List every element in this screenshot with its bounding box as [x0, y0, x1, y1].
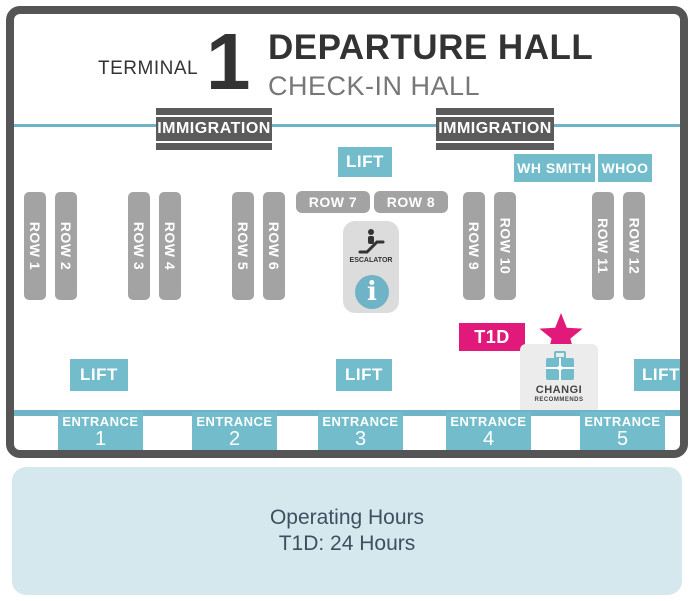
lift-left: LIFT	[70, 359, 128, 391]
escalator-icon	[358, 229, 385, 254]
escalator-info-card: ESCALATOR i	[343, 221, 399, 313]
immigration-line	[14, 124, 680, 127]
star-icon	[539, 313, 583, 355]
changi-word: CHANGI	[535, 384, 583, 396]
row-5: ROW 5	[232, 192, 254, 300]
lift-right: LIFT	[634, 359, 680, 391]
row-10: ROW 10	[494, 192, 516, 300]
changi-recommends-badge: CHANGI RECOMMENDS	[520, 344, 598, 414]
row-8: ROW 8	[374, 191, 448, 213]
t1d-label: T1D	[459, 323, 525, 351]
info-icon: i	[355, 275, 389, 309]
operating-hours-panel: Operating Hours T1D: 24 Hours	[12, 467, 682, 595]
operating-hours-title: Operating Hours	[269, 506, 425, 529]
escalator-label: ESCALATOR	[349, 257, 393, 264]
row-1: ROW 1	[24, 192, 46, 300]
hall-subtitle: CHECK-IN HALL	[268, 71, 481, 101]
hall-title: DEPARTURE HALL	[268, 28, 594, 67]
row-4: ROW 4	[159, 192, 181, 300]
immigration-right-label: IMMIGRATION	[432, 115, 558, 143]
changi-recommends-word: RECOMMENDS	[534, 397, 584, 403]
row-3: ROW 3	[128, 192, 150, 300]
row-2: ROW 2	[55, 192, 77, 300]
row-12: ROW 12	[623, 192, 645, 300]
terminal-number: 1	[206, 17, 251, 106]
gift-suitcase-icon	[546, 351, 574, 380]
immigration-left: IMMIGRATION	[151, 108, 277, 150]
terminal-map: TERMINAL 1 DEPARTURE HALL CHECK-IN HALL …	[6, 6, 688, 458]
operating-hours-value: T1D: 24 Hours	[278, 532, 416, 555]
row-6: ROW 6	[263, 192, 285, 300]
row-7: ROW 7	[296, 191, 370, 213]
shop-whoo: WHOO	[598, 154, 652, 182]
row-11: ROW 11	[592, 192, 614, 300]
row-9: ROW 9	[463, 192, 485, 300]
lift-top: LIFT	[338, 147, 392, 177]
immigration-right: IMMIGRATION	[432, 108, 558, 150]
shop-wh-smith: WH SMITH	[514, 154, 595, 182]
terminal-label: TERMINAL	[98, 58, 199, 79]
immigration-left-label: IMMIGRATION	[151, 115, 277, 143]
lift-center: LIFT	[336, 359, 392, 391]
